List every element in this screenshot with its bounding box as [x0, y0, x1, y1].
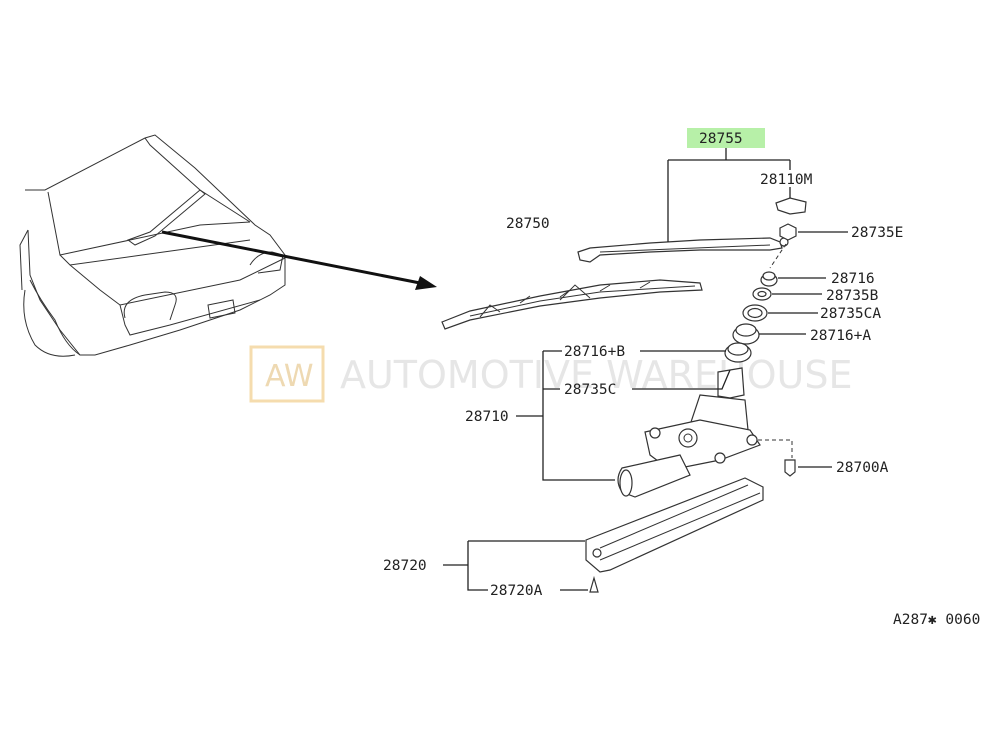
part-labels: 28755 28110M 28735E 28750 28716 28735B 2…	[383, 131, 980, 628]
watermark-logo-text: AW	[265, 359, 314, 394]
wiper-motor-assembly	[617, 367, 761, 498]
stack-centerline	[769, 243, 787, 269]
label-28735E: 28735E	[851, 225, 903, 241]
part-stack	[724, 271, 778, 363]
wiper-arm	[577, 237, 789, 263]
highlight-28755	[687, 128, 765, 148]
label-28716B: 28716+B	[564, 344, 625, 360]
bolt-28700A	[758, 439, 796, 477]
label-28735C: 28735C	[564, 382, 616, 398]
label-28720: 28720	[383, 558, 427, 574]
motor-cover	[585, 477, 764, 573]
car-rear-illustration	[19, 134, 286, 357]
pointer-arrow	[161, 230, 437, 290]
label-28710: 28710	[465, 409, 509, 425]
arrow-head	[415, 276, 437, 290]
label-28750: 28750	[506, 216, 550, 232]
bushing-28716	[760, 271, 778, 287]
bushing-28716B	[724, 342, 752, 363]
nut-28735E	[779, 223, 797, 241]
watermark-brand-text: AUTOMOTIVE WAREHOUSE	[340, 353, 852, 397]
washer-28735B	[752, 287, 772, 301]
bushing-28716A	[732, 323, 760, 345]
label-28735B: 28735B	[826, 288, 879, 304]
leader-lines	[443, 148, 848, 591]
diagram-code: A287✱ 0060	[893, 612, 980, 628]
label-28700A: 28700A	[836, 460, 889, 476]
wiper-blade	[441, 279, 703, 330]
label-28735CA: 28735CA	[820, 306, 881, 322]
label-28755: 28755	[699, 131, 743, 147]
label-28720A: 28720A	[490, 583, 543, 599]
watermark: AW AUTOMOTIVE WAREHOUSE	[249, 345, 852, 403]
clip-28720A	[589, 575, 599, 593]
label-28110M: 28110M	[760, 172, 813, 188]
watermark-logo-box	[249, 345, 325, 403]
label-28716A: 28716+A	[810, 328, 871, 344]
label-28716: 28716	[831, 271, 875, 287]
seal-28735CA	[742, 304, 768, 322]
wiper-cap	[775, 197, 807, 215]
